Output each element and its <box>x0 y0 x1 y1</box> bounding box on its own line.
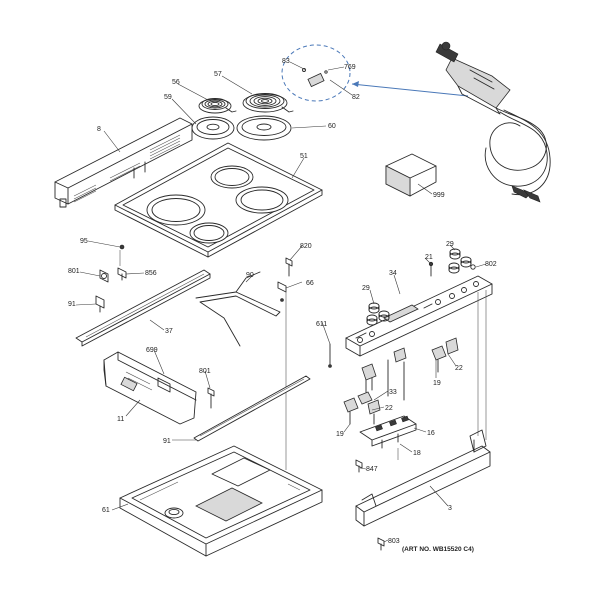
drip-pan-large <box>236 115 292 141</box>
callout-22-left: 22 <box>385 405 393 412</box>
callout-91-lower: 91 <box>163 438 171 445</box>
callout-16: 16 <box>427 430 435 437</box>
screw-803 <box>377 537 385 551</box>
callout-820: 820 <box>300 243 312 250</box>
callout-34: 34 <box>389 270 397 277</box>
callout-labels: 56 57 59 60 8 51 83 769 82 999 95 801 85… <box>68 58 497 553</box>
infinite-switch-with-harness <box>435 41 551 203</box>
screw-hardware-center <box>277 257 293 302</box>
backguard-vent <box>54 117 193 208</box>
art-number: (ART NO. WB15520 C4) <box>402 546 474 553</box>
callout-21: 21 <box>425 254 433 261</box>
callout-3: 3 <box>448 505 452 512</box>
callout-29-left: 29 <box>362 285 370 292</box>
callout-699: 699 <box>146 347 158 354</box>
long-support-rod <box>193 375 311 442</box>
control-panel-frame <box>345 275 493 357</box>
front-trim-rail <box>75 269 211 347</box>
callout-29-right: 29 <box>446 241 454 248</box>
screw-801-lower <box>207 387 215 409</box>
thermostat-detail <box>281 44 469 102</box>
oven-side-panel <box>103 351 197 425</box>
screw-611 <box>328 343 332 368</box>
callout-95: 95 <box>80 238 88 245</box>
callout-8: 8 <box>97 126 101 133</box>
callout-999: 999 <box>433 192 445 199</box>
callout-802: 802 <box>485 261 497 268</box>
callout-19-right: 19 <box>433 380 441 387</box>
callout-56: 56 <box>172 79 180 86</box>
callout-611: 611 <box>316 321 327 328</box>
leader-lines <box>75 61 487 543</box>
callout-847: 847 <box>366 466 378 473</box>
lower-pan-tray <box>119 445 323 557</box>
callout-51: 51 <box>300 153 308 160</box>
callout-59: 59 <box>164 94 172 101</box>
infinite-switches <box>343 337 459 425</box>
callout-83: 83 <box>282 58 290 65</box>
callout-11: 11 <box>117 416 124 423</box>
callout-61: 61 <box>102 507 110 514</box>
left-hardware <box>95 244 127 313</box>
callout-82: 82 <box>352 94 360 101</box>
signal-light-bracket <box>359 415 417 449</box>
surface-unit-large <box>242 93 294 113</box>
callout-19-left: 19 <box>336 431 344 438</box>
callout-33: 33 <box>389 389 397 396</box>
callout-801-upper: 801 <box>68 268 80 275</box>
callout-856: 856 <box>145 270 157 277</box>
assembly-guide-lines <box>119 250 487 470</box>
callout-22-right: 22 <box>455 365 463 372</box>
rod-bracket <box>195 271 281 347</box>
drip-pan-small <box>191 116 235 140</box>
knobs-right <box>448 248 472 274</box>
surface-unit-small <box>198 98 237 114</box>
cooktop-main-top <box>114 142 323 258</box>
front-base-bracket <box>355 429 491 527</box>
callout-90: 90 <box>246 272 254 279</box>
callout-803: 803 <box>388 538 400 545</box>
callout-57: 57 <box>214 71 222 78</box>
callout-769: 769 <box>344 64 356 71</box>
callout-60: 60 <box>328 123 336 130</box>
parts-box <box>385 153 437 197</box>
callout-91-upper: 91 <box>68 301 76 308</box>
screw-847 <box>355 459 363 473</box>
knobs-left <box>366 302 390 326</box>
callout-801-lower: 801 <box>199 368 211 375</box>
callout-18: 18 <box>413 450 421 457</box>
callout-66: 66 <box>306 280 314 287</box>
callout-37: 37 <box>165 328 173 335</box>
